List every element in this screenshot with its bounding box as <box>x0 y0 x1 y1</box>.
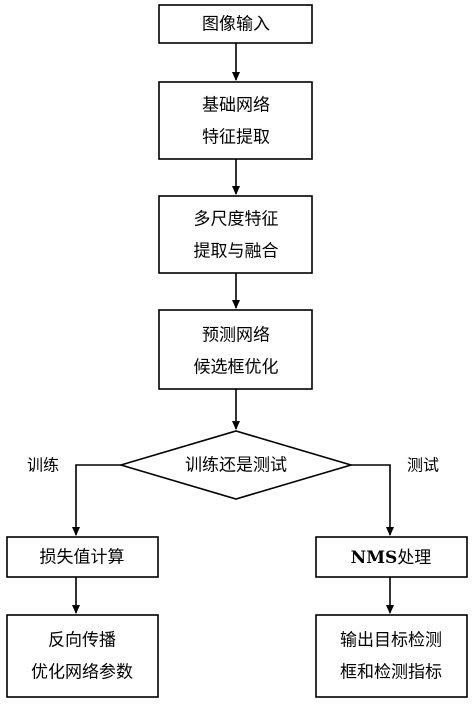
node-image-input: 图像输入 <box>158 4 313 44</box>
edge-decision-to-loss <box>72 464 121 536</box>
node-nms-label-bold: NMS <box>351 548 398 568</box>
node-loss: 损失值计算 <box>6 536 159 578</box>
node-multiscale: 多尺度特征 提取与融合 <box>158 195 313 274</box>
node-base-network: 基础网络 特征提取 <box>158 81 313 160</box>
node-decision: 训练还是测试 <box>118 430 354 500</box>
edge-decision-to-nms <box>351 464 394 536</box>
node-output-label-line2: 框和检测指标 <box>340 663 442 683</box>
node-output: 输出目标检测 框和检测指标 <box>315 614 468 698</box>
node-nms-label: NMS处理 <box>351 548 432 568</box>
node-nms-label-rest: 处理 <box>397 548 431 568</box>
node-prediction: 预测网络 候选框优化 <box>158 309 313 390</box>
node-prediction-label-line2: 候选框优化 <box>194 358 279 378</box>
node-multiscale-label-line2: 提取与融合 <box>194 242 279 262</box>
edge-label-test: 测试 <box>407 456 439 475</box>
node-base-network-label-line1: 基础网络 <box>202 96 270 116</box>
node-image-input-label: 图像输入 <box>202 15 270 35</box>
node-decision-label: 训练还是测试 <box>185 456 287 476</box>
edge-label-train: 训练 <box>27 456 59 475</box>
node-loss-label: 损失值计算 <box>40 548 125 568</box>
node-backprop-label-line2: 优化网络参数 <box>31 663 133 683</box>
node-multiscale-label-line1: 多尺度特征 <box>194 210 279 230</box>
node-backprop: 反向传播 优化网络参数 <box>6 614 159 698</box>
node-backprop-label-line1: 反向传播 <box>48 631 116 651</box>
node-prediction-label-line1: 预测网络 <box>202 326 270 346</box>
node-output-label-line1: 输出目标检测 <box>340 631 442 651</box>
node-base-network-label-line2: 特征提取 <box>202 128 270 148</box>
node-nms: NMS处理 <box>315 536 468 578</box>
